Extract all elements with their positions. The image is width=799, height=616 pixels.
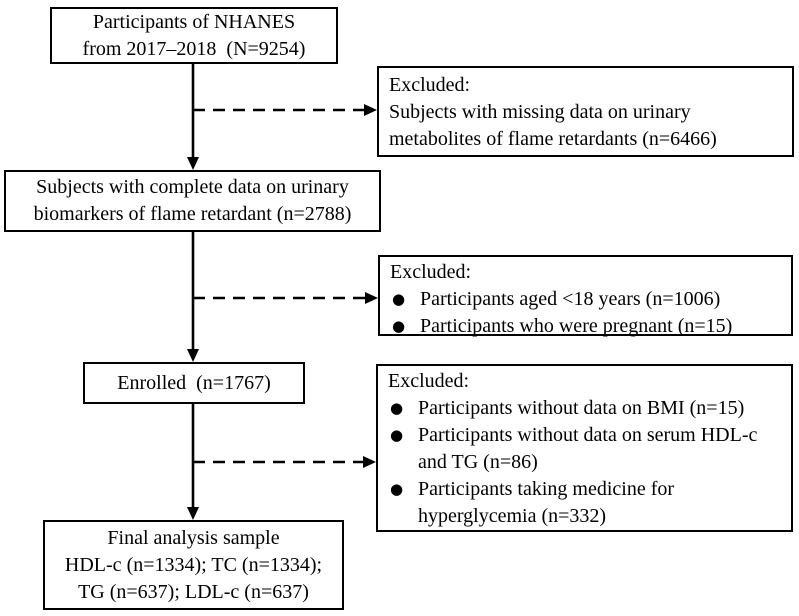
excluded-1-body: Subjects with missing data on urinary me… — [389, 101, 717, 150]
box-enrolled-line1: Enrolled (n=1767) — [117, 371, 271, 394]
excluded-1-heading: Excluded: — [389, 74, 471, 96]
bullet-icon: ● — [392, 317, 406, 335]
arrow-down-1 — [187, 63, 199, 170]
box-final-line3: TG (n=637); LDL-c (n=637) — [78, 580, 309, 603]
excluded-3-item-1: ● Participants without data on BMI (n=15… — [388, 395, 783, 422]
box-final-analysis-sample: Final analysis sample HDL-c (n=1334); TC… — [43, 520, 344, 610]
arrow-dashed-1 — [193, 104, 377, 116]
box-excluded-bmi-lipids-medicine: Excluded: ● Participants without data on… — [376, 364, 793, 532]
box-complete-data: Subjects with complete data on urinary b… — [4, 170, 381, 232]
excluded-3-item-2: ● Participants without data on serum HDL… — [388, 422, 783, 476]
box-enrolled: Enrolled (n=1767) — [83, 362, 305, 404]
bullet-icon: ● — [390, 426, 404, 444]
bullet-icon: ● — [390, 480, 404, 498]
excluded-2-item-2-text: Participants who were pregnant (n=15) — [420, 315, 733, 337]
excluded-2-heading: Excluded: — [390, 261, 472, 283]
box-complete-data-line1: Subjects with complete data on urinary — [36, 176, 349, 198]
excluded-3-item-3-text: Participants taking medicine for hypergl… — [418, 478, 675, 527]
box-final-line2: HDL-c (n=1334); TC (n=1334); — [64, 553, 323, 576]
box-complete-data-line2: biomarkers of flame retardant (n=2788) — [33, 203, 352, 225]
excluded-2-item-2: ● Participants who were pregnant (n=15) — [390, 313, 783, 340]
bullet-icon: ● — [390, 399, 404, 417]
bullet-icon: ● — [392, 290, 406, 308]
arrow-down-3 — [187, 403, 199, 520]
box-excluded-age-pregnancy: Excluded: ● Participants aged <18 years … — [378, 255, 793, 337]
excluded-2-item-1: ● Participants aged <18 years (n=1006) — [390, 286, 783, 313]
excluded-3-item-3: ● Participants taking medicine for hyper… — [388, 476, 783, 530]
arrow-dashed-2 — [193, 292, 378, 304]
excluded-3-item-1-text: Participants without data on BMI (n=15) — [418, 397, 745, 419]
excluded-3-item-2-text: Participants without data on serum HDL-c… — [418, 424, 758, 473]
excluded-2-item-1-text: Participants aged <18 years (n=1006) — [420, 288, 721, 310]
box-final-line1: Final analysis sample — [107, 526, 280, 549]
box-participants-nhanes: Participants of NHANES from 2017–2018 (N… — [50, 7, 338, 64]
excluded-3-heading: Excluded: — [388, 370, 470, 392]
box-participants-nhanes-line1: Participants of NHANES — [92, 10, 296, 33]
box-excluded-missing-metabolites: Excluded: Subjects with missing data on … — [377, 66, 794, 157]
arrow-down-2 — [187, 231, 199, 362]
box-participants-nhanes-line2: from 2017–2018 (N=9254) — [82, 37, 306, 60]
arrow-dashed-3 — [193, 456, 376, 468]
